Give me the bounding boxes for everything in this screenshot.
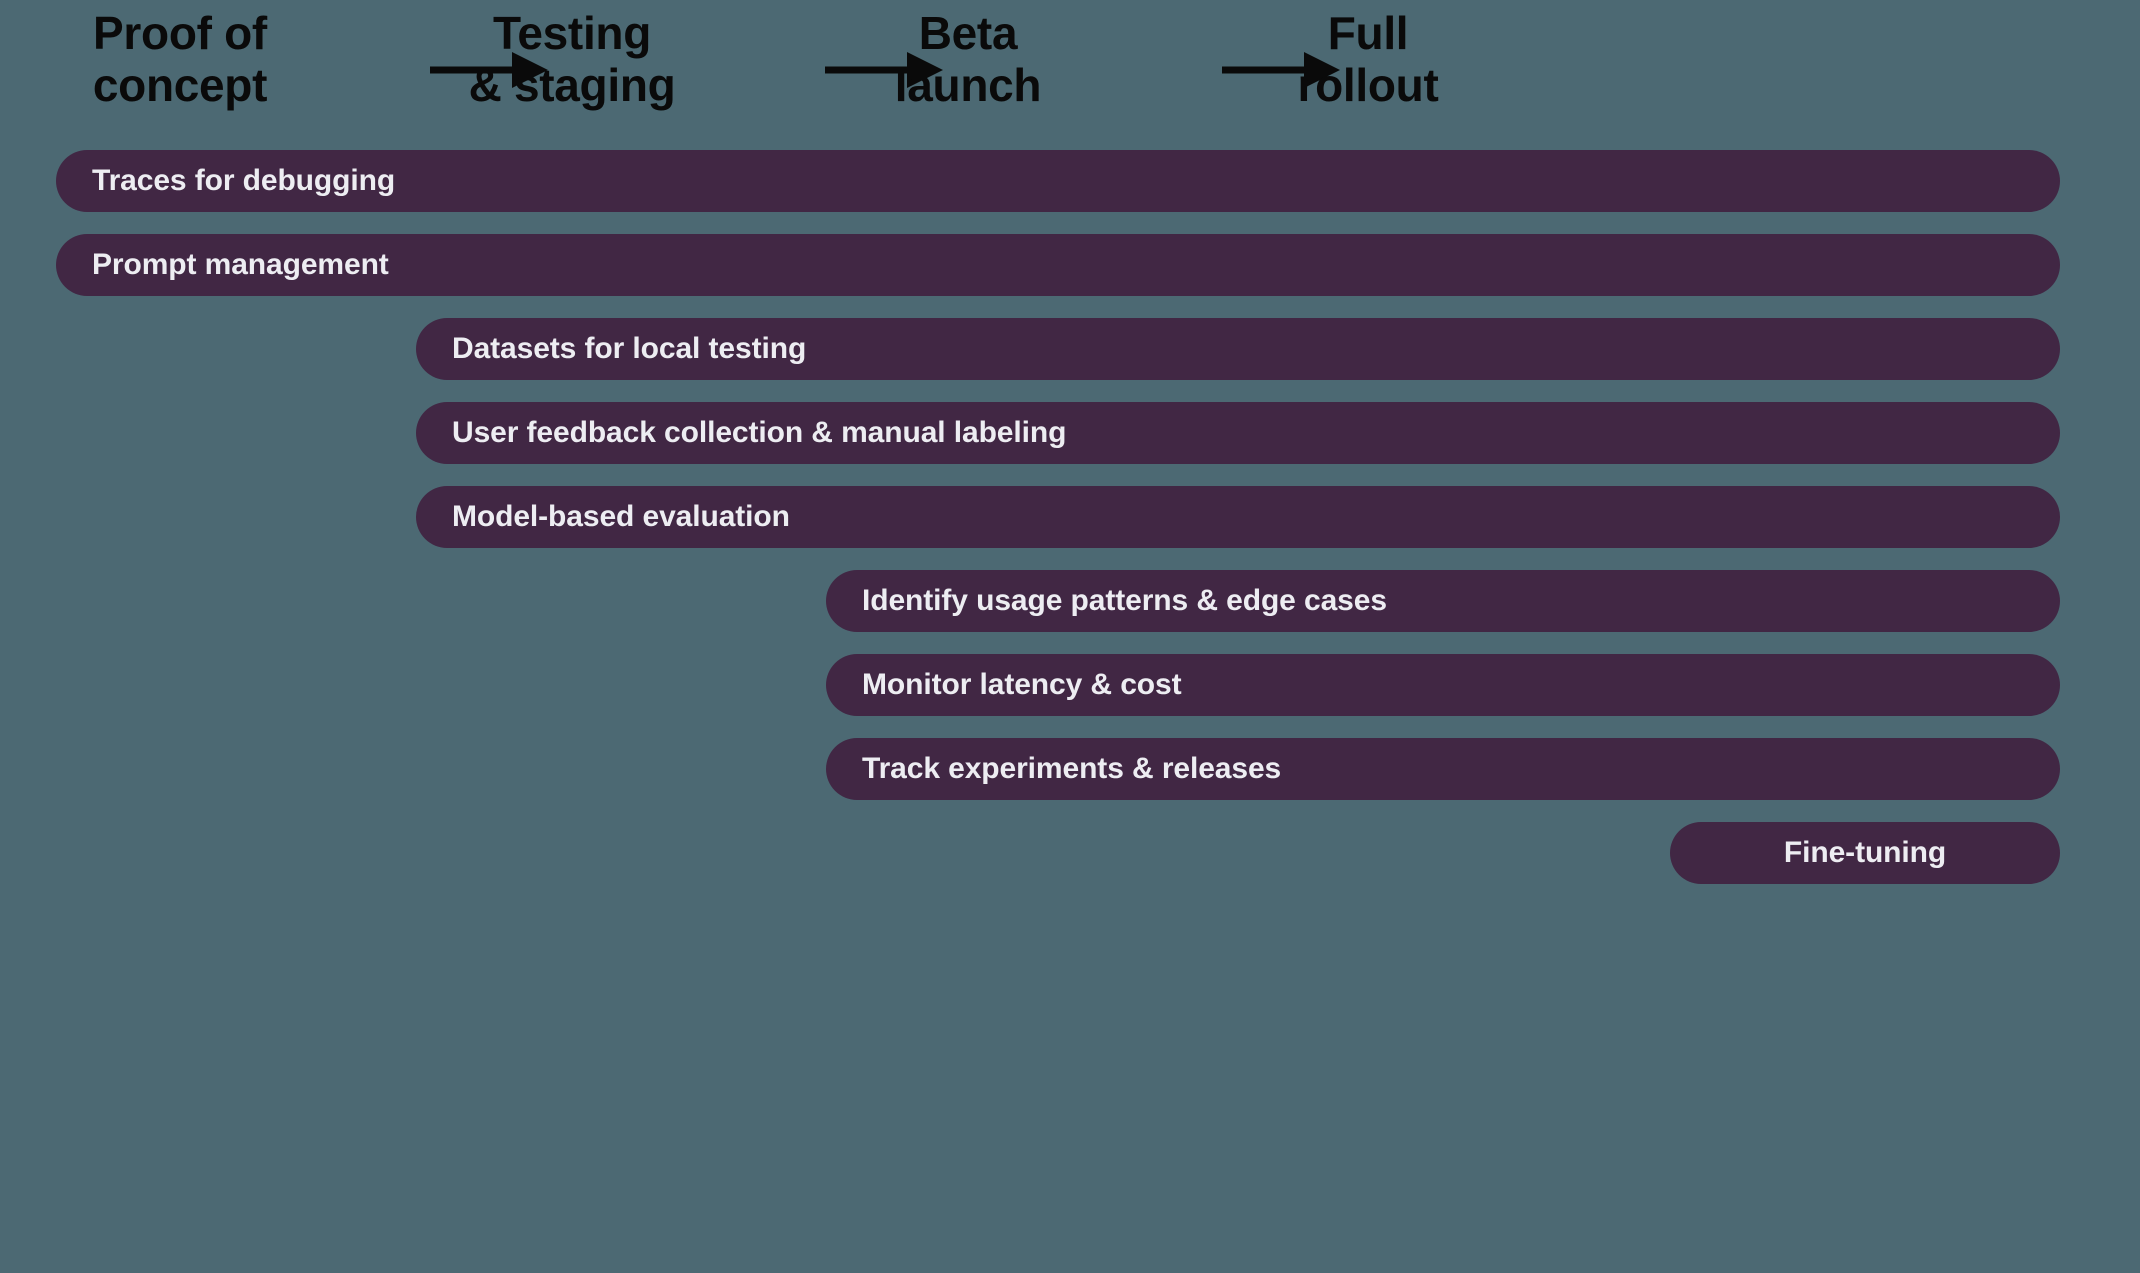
capability-bar-label: User feedback collection & manual labeli…	[452, 416, 1067, 449]
capability-bar-label: Monitor latency & cost	[862, 668, 1182, 701]
capability-bar-label: Identify usage patterns & edge cases	[862, 584, 1387, 617]
stage-label-proof-of-concept: Proof of concept	[92, 7, 268, 111]
capability-bar-prompt-management[interactable]: Prompt management	[56, 234, 2060, 296]
capability-bar-fine-tuning[interactable]: Fine-tuning	[1670, 822, 2060, 884]
stage-label-full-rollout: Full rollout	[1297, 7, 1439, 111]
capability-bar-track-experiments-releases[interactable]: Track experiments & releases	[826, 738, 2060, 800]
capability-bar-label: Fine-tuning	[1783, 836, 1947, 869]
capability-bar-label: Traces for debugging	[92, 164, 396, 197]
capability-bar-label: Model-based evaluation	[452, 500, 790, 533]
capability-bar-label: Track experiments & releases	[862, 752, 1282, 785]
capability-bar-label: Prompt management	[92, 248, 389, 281]
capability-bar-model-based-evaluation[interactable]: Model-based evaluation	[416, 486, 2060, 548]
arrow-right-icon	[430, 40, 550, 100]
stage-header-row: Proof of concept Testing & staging Beta …	[0, 0, 2140, 140]
arrow-right-icon	[825, 40, 945, 100]
capability-bar-monitor-latency-cost[interactable]: Monitor latency & cost	[826, 654, 2060, 716]
capability-bar-datasets-for-local-testing[interactable]: Datasets for local testing	[416, 318, 2060, 380]
capability-bar-user-feedback-collection-manual-labeling[interactable]: User feedback collection & manual labeli…	[416, 402, 2060, 464]
capability-bar-identify-usage-patterns-edge-cases[interactable]: Identify usage patterns & edge cases	[826, 570, 2060, 632]
capability-bar-traces-for-debugging[interactable]: Traces for debugging	[56, 150, 2060, 212]
arrow-right-icon	[1222, 40, 1342, 100]
stage-label-testing-and-staging: Testing & staging	[468, 7, 676, 111]
stage-label-beta-launch: Beta launch	[894, 7, 1042, 111]
capability-bar-label: Datasets for local testing	[452, 332, 807, 365]
